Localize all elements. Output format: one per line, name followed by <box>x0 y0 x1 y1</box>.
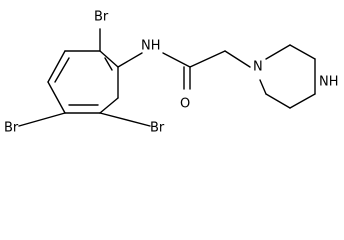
br-left-bond <box>18 112 66 127</box>
ch2-to-n-bond <box>224 50 251 68</box>
piperazine-bond-1 <box>265 44 291 60</box>
piperazine-bond-4 <box>289 93 316 109</box>
bromine-label-left: Br <box>4 121 19 136</box>
br-bottom-bond <box>99 112 151 127</box>
nh-to-carbonyl-bond <box>162 52 191 68</box>
piperazine-bond-5 <box>265 93 291 109</box>
piperazine-bond-6 <box>259 79 267 95</box>
bonds <box>18 28 316 127</box>
ring-bond-5 <box>47 81 66 114</box>
piperazine-n-label: N <box>253 60 263 75</box>
ring-bond-3 <box>99 97 119 114</box>
molecule-diagram: Br Br Br NH O N NH <box>4 10 339 136</box>
piperazine-nh-label: NH <box>319 75 339 90</box>
piperazine-bond-2 <box>289 44 316 60</box>
carbonyl-to-ch2-bond <box>189 50 226 68</box>
atom-labels: Br Br Br NH O N NH <box>4 10 339 136</box>
aryl-to-nh-bond <box>117 52 143 68</box>
bromine-label-bottom: Br <box>150 121 165 136</box>
aromatic-inner-bond-1 <box>104 57 113 71</box>
ring-bond-1 <box>99 50 119 68</box>
ring-bond-6 <box>47 50 66 83</box>
amide-nh-label: NH <box>141 39 161 54</box>
carbonyl-o-label: O <box>180 97 190 112</box>
bromine-label-top: Br <box>94 10 109 25</box>
aromatic-inner-bond-3 <box>54 57 70 83</box>
